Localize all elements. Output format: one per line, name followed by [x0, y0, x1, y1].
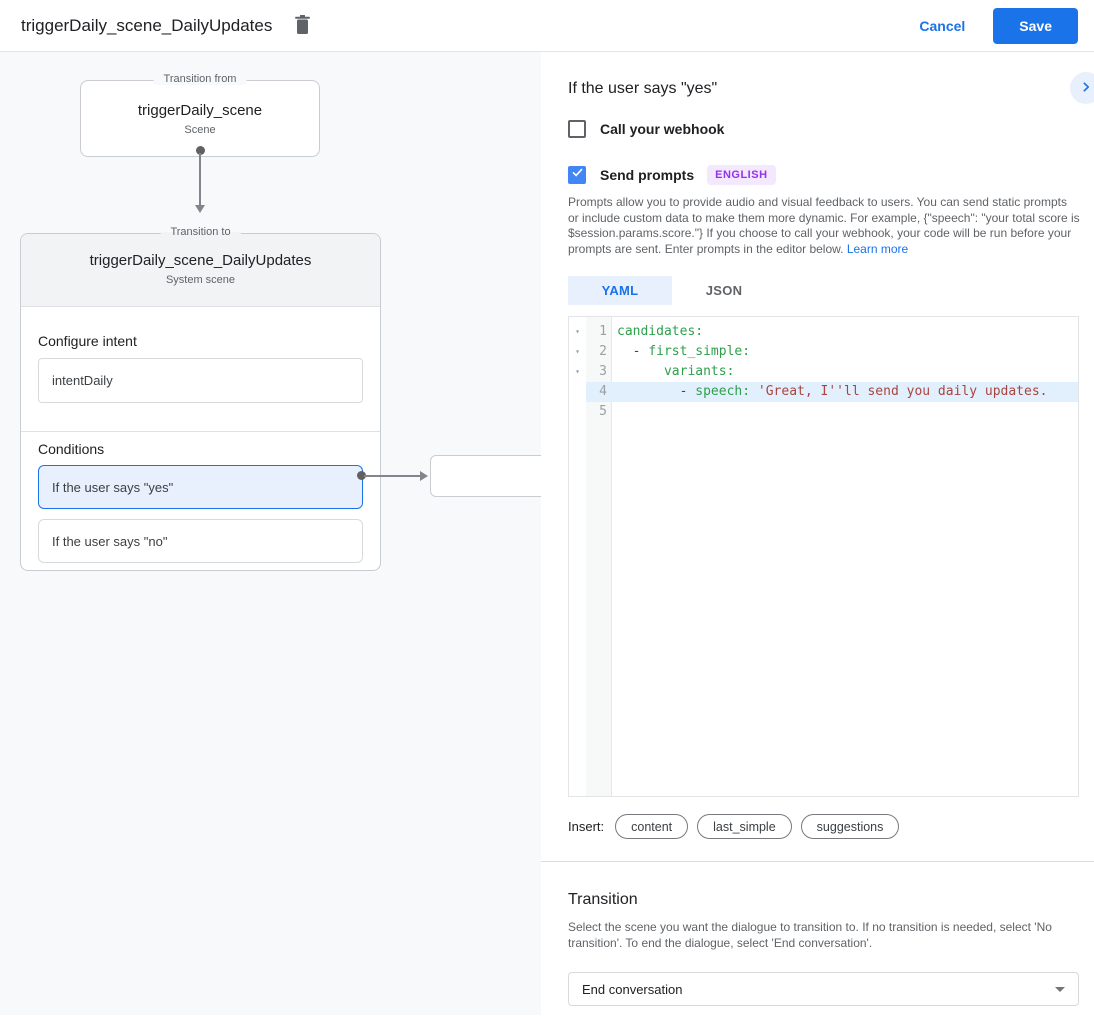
editor-format-tabs: YAML JSON: [568, 276, 1078, 305]
condition-heading: If the user says "yes": [568, 80, 718, 97]
insert-pill-last_simple[interactable]: last_simple: [697, 814, 792, 839]
editor-line-5: 5: [569, 402, 1078, 422]
top-bar: triggerDaily_scene_DailyUpdates Cancel S…: [0, 0, 1094, 52]
save-button[interactable]: Save: [993, 7, 1078, 44]
dropdown-caret-icon: [1055, 986, 1065, 992]
chevron-right-icon: [1080, 81, 1092, 96]
page-title: triggerDaily_scene_DailyUpdates: [21, 15, 273, 35]
insert-pill-group: content last_simple suggestions: [615, 814, 908, 839]
scene-flow-canvas: Transition from triggerDaily_scene Scene…: [0, 52, 541, 1015]
code-text: variants:: [663, 364, 735, 379]
transition-from-label: Transition from: [153, 73, 247, 85]
editor-fold-column: [569, 317, 586, 796]
line-number: 2: [599, 344, 607, 359]
delete-scene-button[interactable]: [288, 12, 316, 40]
checkmark-icon: [571, 166, 584, 184]
transition-description: Select the scene you want the dialogue t…: [568, 920, 1052, 950]
cancel-button[interactable]: Cancel: [919, 17, 966, 34]
language-badge: ENGLISH: [707, 165, 776, 185]
prompts-description: Prompts allow you to provide audio and v…: [568, 195, 1080, 257]
trash-icon: [293, 14, 312, 38]
condition-item-no[interactable]: If the user says "no": [38, 519, 363, 563]
send-prompts-checkbox[interactable]: [568, 166, 586, 184]
line-number: 1: [599, 324, 607, 339]
line-number: 5: [599, 404, 607, 419]
call-webhook-checkbox[interactable]: [568, 120, 586, 138]
intent-field[interactable]: intentDaily: [38, 358, 363, 403]
connector-dot: [196, 146, 205, 155]
line-number: 4: [586, 382, 612, 402]
send-prompts-label: Send prompts: [600, 167, 695, 183]
learn-more-link[interactable]: Learn more: [846, 241, 909, 256]
insert-pill-content[interactable]: content: [615, 814, 689, 839]
editor-line-4: 4 - speech: 'Great, I''ll send you daily…: [569, 382, 1078, 402]
condition-item-yes[interactable]: If the user says "yes": [38, 465, 363, 509]
code-text: candidates:: [617, 324, 704, 339]
code-text: [612, 402, 1078, 422]
connector-line: [199, 153, 201, 207]
insert-label: Insert:: [568, 819, 605, 834]
transition-select[interactable]: End conversation: [568, 972, 1079, 1006]
card-divider: [21, 431, 380, 432]
from-scene-name: triggerDaily_scene: [137, 102, 263, 119]
collapse-panel-button[interactable]: [1070, 72, 1094, 104]
call-webhook-label: Call your webhook: [600, 121, 725, 137]
prompts-description-text: Prompts allow you to provide audio and v…: [568, 195, 1080, 256]
fold-triangle-icon[interactable]: ▾: [575, 347, 580, 356]
condition-detail-panel: If the user says "yes" Call your webhook…: [541, 52, 1094, 1015]
to-scene-name: triggerDaily_scene_DailyUpdates: [89, 252, 312, 269]
connector-dot: [357, 471, 366, 480]
transition-select-value: End conversation: [582, 981, 683, 997]
section-divider: [541, 861, 1094, 862]
transition-to-label: Transition to: [160, 226, 241, 238]
editor-lines: ▾ 1 candidates: ▾ 2 - first_simple: ▾ 3 varian…: [569, 317, 1078, 422]
connector-arrowhead: [195, 205, 205, 213]
from-scene-type: Scene: [184, 124, 216, 136]
to-scene-header[interactable]: triggerDaily_scene_DailyUpdates System s…: [21, 234, 380, 307]
code-text: - first_simple:: [632, 344, 751, 359]
editor-line-3: ▾ 3 variants:: [569, 362, 1078, 382]
fold-triangle-icon[interactable]: ▾: [575, 367, 580, 376]
fold-triangle-icon[interactable]: ▾: [575, 327, 580, 336]
conditions-heading: Conditions: [38, 441, 105, 457]
fold-spacer: [569, 402, 586, 422]
transition-heading: Transition: [568, 891, 638, 908]
connector-line: [364, 475, 421, 477]
prompt-code-editor[interactable]: ▾ 1 candidates: ▾ 2 - first_simple: ▾ 3 varian…: [568, 316, 1079, 797]
transition-to-card: Transition to triggerDaily_scene_DailyUp…: [20, 226, 381, 571]
tab-json[interactable]: JSON: [705, 283, 743, 298]
editor-line-2: ▾ 2 - first_simple:: [569, 342, 1078, 362]
transition-target-card[interactable]: [430, 455, 541, 497]
code-text: - speech: 'Great, I''ll send you daily u…: [612, 382, 1078, 402]
insert-row: Insert: content last_simple suggestions: [568, 814, 1078, 839]
transition-from-card[interactable]: Transition from triggerDaily_scene Scene: [80, 73, 320, 157]
line-number: 3: [599, 364, 607, 379]
configure-intent-heading: Configure intent: [38, 333, 137, 349]
to-scene-type: System scene: [165, 274, 236, 286]
tab-yaml[interactable]: YAML: [568, 276, 672, 305]
insert-pill-suggestions[interactable]: suggestions: [800, 814, 900, 839]
fold-spacer: [569, 382, 586, 402]
editor-line-1: ▾ 1 candidates:: [569, 322, 1078, 342]
connector-arrowhead: [420, 471, 428, 481]
